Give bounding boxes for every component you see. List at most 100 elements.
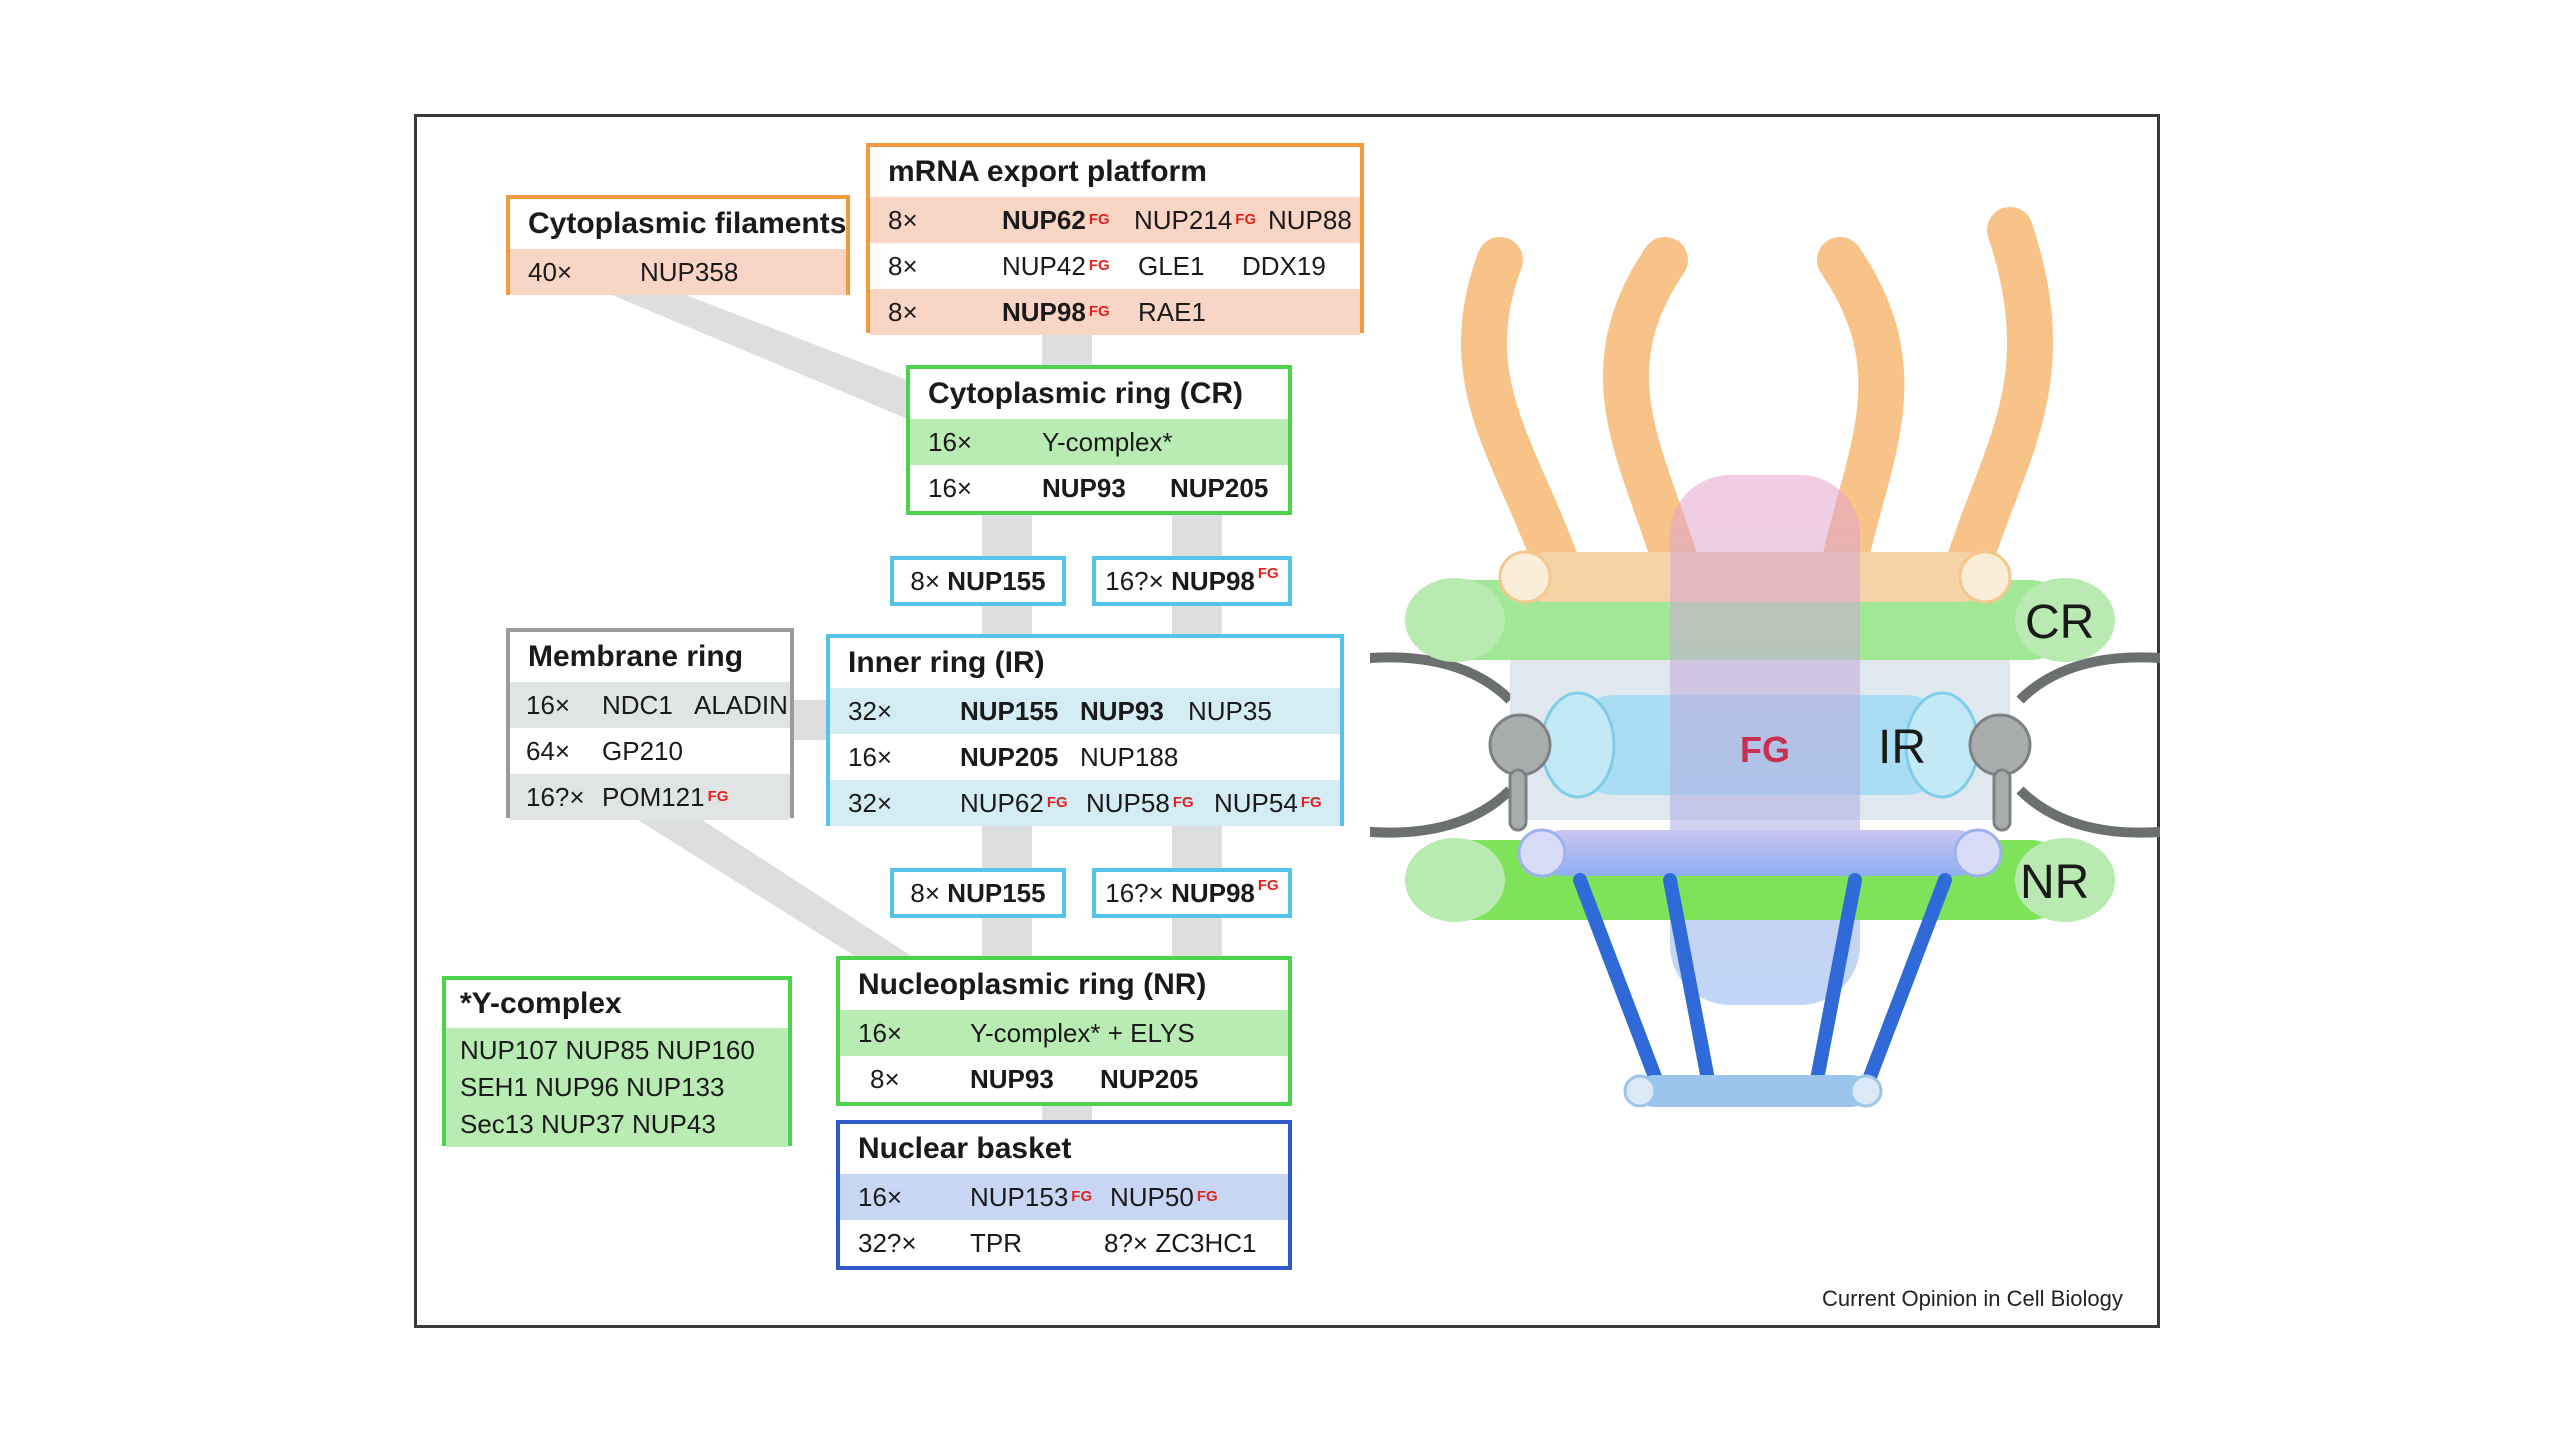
inner-ring-title: Inner ring (IR)	[848, 646, 1045, 679]
list-item: SEH1 NUP96 NUP133	[460, 1072, 725, 1102]
nr-label: NR	[2020, 856, 2089, 909]
fg-badge: FG	[707, 788, 729, 805]
list-item: NUP107 NUP85 NUP160	[460, 1035, 755, 1065]
cr-label: CR	[2025, 596, 2094, 649]
row-count: 8×	[888, 205, 918, 235]
protein-label: RAE1	[1138, 297, 1206, 327]
ir-label: IR	[1878, 721, 1926, 774]
nucleoplasmic-ring-title: Nucleoplasmic ring (NR)	[858, 968, 1207, 1001]
basket-strut	[1663, 873, 1717, 1097]
protein-label: NUP188	[1080, 742, 1179, 772]
membrane-ring-title: Membrane ring	[528, 640, 744, 673]
fg-badge: FG	[1235, 211, 1257, 228]
cr-lobe-right	[2015, 578, 2115, 662]
protein-label: NUP35	[1188, 696, 1272, 726]
pill-protein: NUP155	[947, 878, 1046, 908]
basket-cap-right	[1849, 1074, 1883, 1108]
fg-badge: FG	[1172, 794, 1194, 811]
cytoplasmic-filaments-title: Cytoplasmic filaments	[528, 207, 847, 240]
fg-badge: FG	[1088, 211, 1110, 228]
inner-membrane	[2016, 786, 2160, 838]
row-count: 8×	[888, 297, 918, 327]
fg-badge: FG	[1088, 257, 1110, 274]
membrane-anchors	[1488, 713, 2032, 832]
anchor-circle	[1968, 713, 2032, 777]
fg-badge: FG	[1257, 877, 1279, 894]
cr-cap-right	[1958, 550, 2012, 604]
row-count: 8×	[888, 251, 918, 281]
table-row: 16× NDC1 ALADIN	[510, 682, 790, 728]
protein-label: NUP93	[1042, 473, 1126, 503]
membrane-group	[1370, 652, 2160, 838]
nuclear-pore-illustration: CR IR NR FG	[1370, 207, 2160, 1108]
protein-label: Y-complex*	[1042, 427, 1173, 457]
protein-label: NUP358	[640, 257, 739, 287]
protein-label: NUP88	[1268, 205, 1352, 235]
table-row: 16× NUP93 NUP205	[910, 465, 1288, 511]
protein-label: GP210	[602, 736, 683, 766]
table-row: 32?× TPR 8?× ZC3HC1	[840, 1220, 1288, 1266]
protein-label: TPR	[970, 1228, 1022, 1258]
nr-ring-top	[1540, 830, 1980, 876]
basket-strut	[1573, 873, 1667, 1097]
cr-lobe-left	[1405, 578, 1505, 662]
protein-label: GLE1	[1138, 251, 1205, 281]
anchor-stem	[1508, 768, 1528, 832]
pill-count: 8×	[910, 566, 941, 596]
cytoplasmic-ring-box: Cytoplasmic ring (CR) 16× Y-complex* 16×…	[906, 365, 1292, 515]
pill-count: 16?×	[1105, 566, 1164, 596]
nr-lobe-left	[1405, 838, 1505, 922]
basket-strut	[1808, 873, 1862, 1097]
anchor-stem	[1992, 768, 2012, 832]
row-count: 16×	[526, 690, 571, 720]
mrna-export-title: mRNA export platform	[888, 155, 1207, 188]
row-count: 64×	[526, 736, 571, 766]
y-complex-box: *Y-complex NUP107 NUP85 NUP160 SEH1 NUP9…	[442, 976, 792, 1147]
protein-label: NUP93	[970, 1064, 1054, 1094]
row-count: 16×	[928, 473, 973, 503]
table-row: 16× Y-complex* + ELYS	[840, 1010, 1288, 1056]
credit-text: Current Opinion in Cell Biology	[1822, 1286, 2123, 1311]
basket-ring	[1638, 1075, 1868, 1107]
protein-label: DDX19	[1242, 251, 1326, 281]
pill-protein: NUP155	[947, 566, 1046, 596]
protein-label: Y-complex* + ELYS	[970, 1018, 1195, 1048]
fg-badge: FG	[1300, 794, 1322, 811]
nr-cap-left	[1517, 828, 1567, 878]
pill-count: 16?×	[1105, 878, 1164, 908]
fg-channel-label: FG	[1740, 729, 1790, 770]
outer-membrane	[1370, 652, 1514, 704]
cytoplasmic-ring-title: Cytoplasmic ring (CR)	[928, 377, 1244, 410]
protein-label: NDC1	[602, 690, 673, 720]
cr-cap-left	[1498, 550, 1552, 604]
protein-label: NUP205	[960, 742, 1059, 772]
inner-ring-box: Inner ring (IR) 32× NUP155 NUP93 NUP35 1…	[826, 634, 1344, 826]
pill-nup155-bottom: 8× NUP155	[890, 868, 1066, 918]
fg-badge: FG	[1071, 1188, 1093, 1205]
filament	[1603, 237, 1698, 583]
protein-label: NUP155	[960, 696, 1059, 726]
membrane-ring-box: Membrane ring 16× NDC1 ALADIN 64× GP210 …	[506, 628, 794, 820]
fg-badge: FG	[1088, 303, 1110, 320]
nr-cap-right	[1953, 828, 2003, 878]
pill-protein: NUP98	[1171, 878, 1255, 908]
pill-nup155-top: 8× NUP155	[890, 556, 1066, 606]
pill-count: 8×	[910, 878, 941, 908]
protein-label: 8?× ZC3HC1	[1104, 1228, 1257, 1258]
fg-badge: FG	[1196, 1188, 1218, 1205]
